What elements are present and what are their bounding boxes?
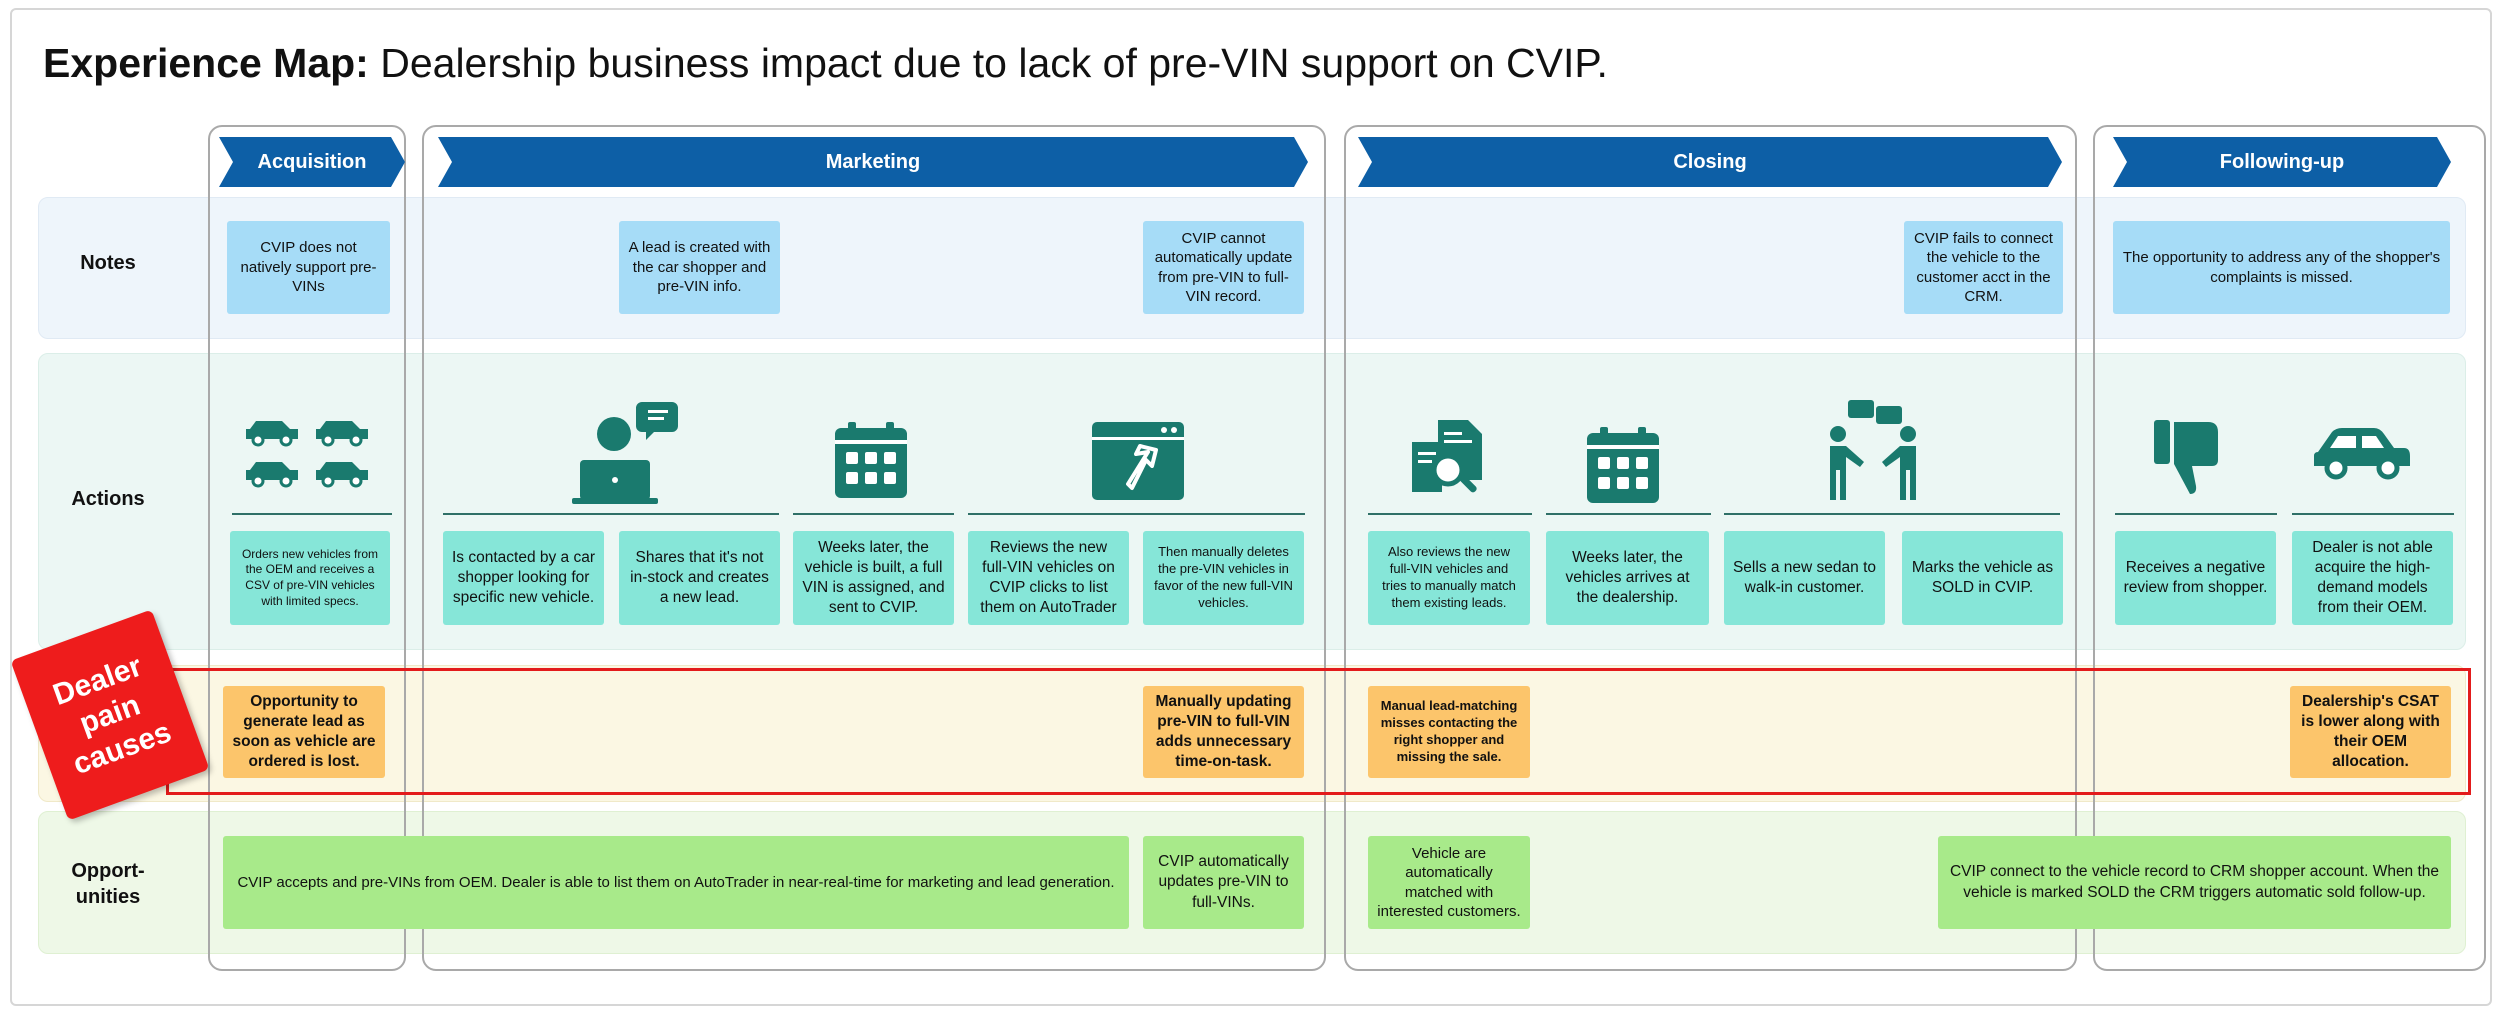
note-card: CVIP fails to connect the vehicle to the… (1904, 221, 2063, 314)
stage-marketing: Marketing (438, 137, 1308, 187)
action-card: Receives a negative review from shopper. (2115, 531, 2276, 625)
row-label-actions: Actions (71, 488, 145, 510)
divider (2292, 513, 2454, 515)
pain-card: Manually updating pre-VIN to full-VIN ad… (1143, 686, 1304, 778)
action-card: Shares that it's not in-stock and create… (619, 531, 780, 625)
pain-highlight-frame (166, 668, 2471, 795)
browser-cursor-icon (1092, 422, 1184, 500)
action-card: Weeks later, the vehicle is built, a ful… (793, 531, 954, 625)
column-closing (1344, 125, 2077, 971)
opportunity-card: Vehicle are automatically matched with i… (1368, 836, 1530, 929)
calendar-icon (835, 422, 907, 498)
action-card: Orders new vehicles from the OEM and rec… (230, 531, 390, 625)
divider (1546, 513, 1711, 515)
pain-card: Manual lead-matching misses contacting t… (1368, 686, 1530, 778)
cars-icon (246, 421, 368, 488)
action-card: Marks the vehicle as SOLD in CVIP. (1902, 531, 2063, 625)
stage-following-up: Following-up (2113, 137, 2451, 187)
column-acquisition (208, 125, 406, 971)
divider (1368, 513, 1532, 515)
stage-acquisition: Acquisition (219, 137, 405, 187)
divider (968, 513, 1305, 515)
person-laptop-icon (572, 402, 678, 504)
opportunity-card: CVIP connect to the vehicle record to CR… (1938, 836, 2451, 929)
thumbs-down-icon (2154, 420, 2218, 494)
divider (232, 513, 392, 515)
pain-card: Dealership's CSAT is lower along with th… (2290, 686, 2451, 778)
action-card: Reviews the new full-VIN vehicles on CVI… (968, 531, 1129, 625)
row-label-notes: Notes (80, 252, 136, 274)
action-card: Sells a new sedan to walk-in customer. (1724, 531, 1885, 625)
action-card: Weeks later, the vehicles arrives at the… (1546, 531, 1709, 625)
column-following-up (2093, 125, 2486, 971)
pain-card: Opportunity to generate lead as soon as … (223, 686, 385, 778)
stage-closing: Closing (1358, 137, 2062, 187)
action-card: Then manually deletes the pre-VIN vehicl… (1143, 531, 1304, 625)
divider (443, 513, 779, 515)
note-card: A lead is created with the car shopper a… (619, 221, 780, 314)
handshake-icon (1830, 400, 1916, 500)
note-card: The opportunity to address any of the sh… (2113, 221, 2450, 314)
calendar-icon (1587, 427, 1659, 503)
column-marketing (422, 125, 1326, 971)
document-search-icon (1412, 420, 1482, 493)
row-label-opportunities: Opport-unities (71, 860, 145, 908)
car-icon (2314, 428, 2410, 480)
divider (793, 513, 954, 515)
opportunity-card: CVIP accepts and pre-VINs from OEM. Deal… (223, 836, 1129, 929)
opportunity-card: CVIP automatically updates pre-VIN to fu… (1143, 836, 1304, 929)
action-card: Is contacted by a car shopper looking fo… (443, 531, 604, 625)
note-card: CVIP cannot automatically update from pr… (1143, 221, 1304, 314)
divider (1724, 513, 2060, 515)
divider (2115, 513, 2277, 515)
action-card: Dealer is not able acquire the high-dema… (2292, 531, 2453, 625)
page-title: Experience Map: Dealership business impa… (43, 40, 1608, 86)
note-card: CVIP does not natively support pre-VINs (227, 221, 390, 314)
action-card: Also reviews the new full-VIN vehicles a… (1368, 531, 1530, 625)
